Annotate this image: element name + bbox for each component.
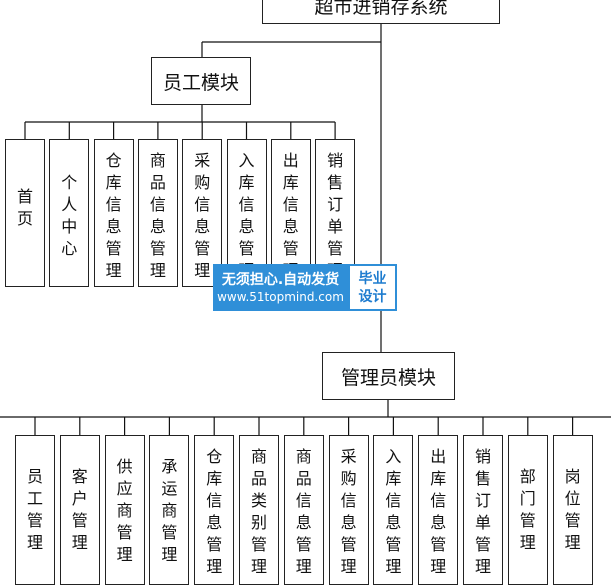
admin-module-child-item-label: 出库信息管理	[430, 447, 447, 576]
admin-module-child-item-label: 岗位管理	[564, 467, 581, 552]
admin-module-child-item-label: 入库信息管理	[385, 447, 402, 576]
employee-module-node: 员工模块	[151, 57, 251, 105]
watermark-text-block: 无须担心.自动发货 www.51topmind.com	[213, 264, 348, 311]
employee-module-child-item-label: 销售订单管理	[327, 151, 344, 280]
employee-module-child-item: 出库信息管理	[270, 139, 311, 287]
admin-module-child-item-label: 销售订单管理	[475, 447, 492, 576]
admin-module-child-item: 销售订单管理	[463, 435, 503, 585]
employee-module-child-item-label: 入库信息管理	[238, 151, 255, 280]
admin-module-child-item-label: 承运商管理	[161, 457, 178, 564]
admin-module-child-item-label: 商品类别管理	[251, 447, 268, 576]
watermark-banner: 无须担心.自动发货 www.51topmind.com 毕业 设计	[213, 264, 397, 311]
admin-module-label: 管理员模块	[340, 366, 436, 389]
admin-module-child-item: 员工管理	[15, 435, 55, 585]
admin-module-child-item-label: 客户管理	[71, 467, 88, 552]
admin-module-child-item-label: 供应商管理	[116, 457, 133, 564]
root-node: 超市进销存系统	[262, 0, 500, 24]
employee-module-child-item-label: 商品信息管理	[149, 151, 166, 280]
admin-module-child-item: 采购信息管理	[328, 435, 369, 585]
admin-module-child-item-label: 部门管理	[519, 467, 536, 552]
employee-module-child-item-label: 出库信息管理	[282, 151, 299, 280]
employee-module-child-item: 首页	[5, 139, 45, 287]
root-node-label: 超市进销存系统	[314, 0, 448, 18]
employee-module-child-item: 商品信息管理	[137, 139, 178, 287]
admin-module-child-item: 部门管理	[507, 435, 548, 585]
employee-module-child-item-label: 采购信息管理	[194, 151, 211, 280]
employee-module-label: 员工模块	[162, 71, 239, 94]
watermark-url: www.51topmind.com	[217, 289, 344, 304]
admin-module-child-item: 商品信息管理	[283, 435, 324, 585]
admin-module-node: 管理员模块	[322, 352, 455, 400]
admin-module-child-item: 承运商管理	[149, 435, 190, 585]
admin-module-child-item-label: 商品信息管理	[295, 447, 312, 576]
watermark-slogan: 无须担心.自动发货	[221, 271, 340, 288]
admin-module-child-item: 客户管理	[59, 435, 100, 585]
admin-module-child-item: 入库信息管理	[373, 435, 414, 585]
admin-module-child-item-label: 员工管理	[27, 467, 44, 552]
admin-module-child-item: 商品类别管理	[239, 435, 279, 585]
employee-module-child-item: 采购信息管理	[182, 139, 223, 287]
watermark-badge-line1: 毕业	[358, 270, 387, 287]
admin-module-child-item-label: 采购信息管理	[340, 447, 357, 576]
employee-module-child-item: 个人中心	[49, 139, 90, 287]
employee-module-child-item: 仓库信息管理	[93, 139, 134, 287]
admin-module-child-item: 供应商管理	[104, 435, 145, 585]
admin-module-child-item-label: 仓库信息管理	[206, 447, 223, 576]
employee-module-child-item-label: 仓库信息管理	[105, 151, 122, 280]
admin-module-child-item: 岗位管理	[552, 435, 593, 585]
admin-module-child-item: 仓库信息管理	[194, 435, 235, 585]
employee-module-child-item-label: 个人中心	[61, 173, 78, 258]
employee-module-child-item-label: 首页	[17, 187, 34, 228]
watermark-badge-line2: 设计	[358, 288, 387, 305]
admin-module-child-item: 出库信息管理	[418, 435, 459, 585]
watermark-badge: 毕业 设计	[348, 264, 397, 311]
